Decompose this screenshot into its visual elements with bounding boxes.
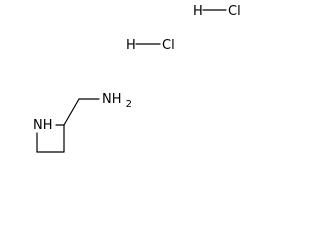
ring-nh-label: NH [33,118,53,133]
amine-label: NH 2 [102,92,132,110]
hcl-1-chlorine: Cl [228,4,241,19]
molecule-diagram: H Cl H Cl NH 2 NH [33,4,241,153]
hcl-1-hydrogen: H [193,4,203,19]
amine-subscript: 2 [126,99,132,110]
c2-ch2-bond [63,98,80,126]
hcl-2-hydrogen: H [126,38,136,53]
hcl-2-chlorine: Cl [162,38,175,53]
structure-canvas: H Cl H Cl NH 2 NH [33,4,241,153]
